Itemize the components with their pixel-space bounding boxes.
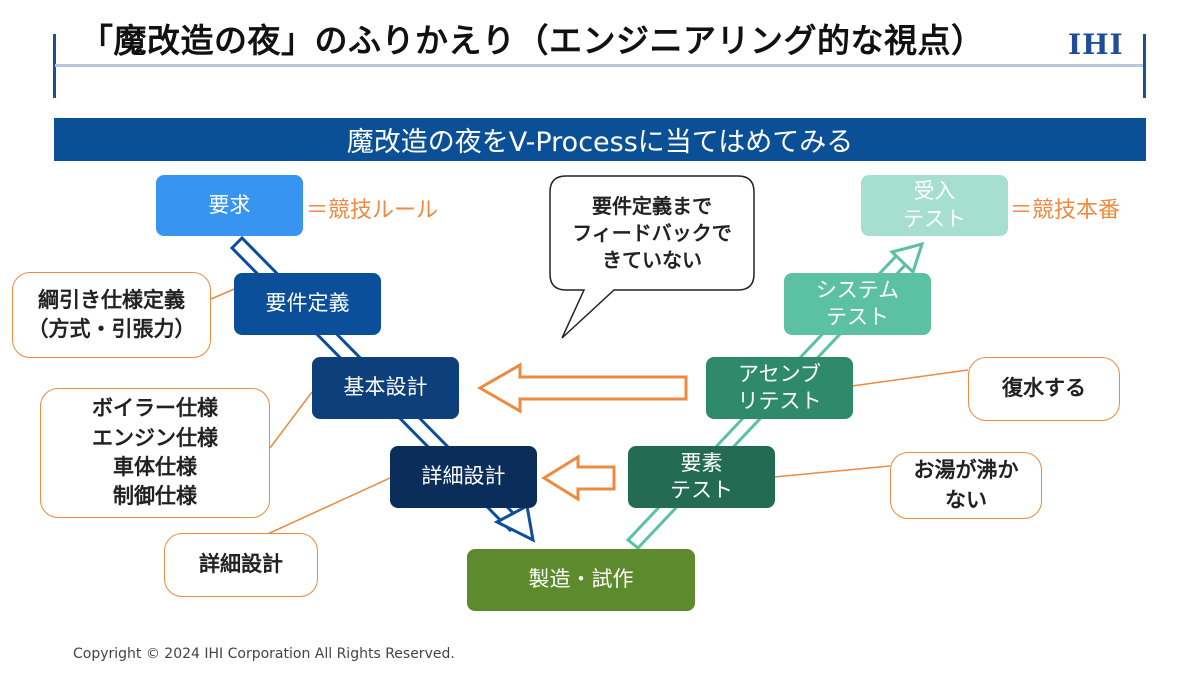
- company-logo: IHI: [1068, 28, 1124, 61]
- note-detailed-design: 詳細設計: [164, 533, 318, 597]
- connector-noboil: [773, 465, 891, 478]
- acceptance-equals-label: ＝競技本番: [1010, 198, 1121, 223]
- descending-arrow-head: [493, 503, 535, 543]
- callout-text: 要件定義まで フィードバックで きていない: [572, 193, 732, 272]
- element-test-box: 要素 テスト: [628, 446, 775, 508]
- section-banner: 魔改造の夜をV-Processに当てはめてみる: [54, 118, 1146, 161]
- assembly-test-box: アセンブ リテスト: [706, 357, 853, 419]
- requirements-equals-label: ＝競技ルール: [306, 198, 439, 223]
- basic-design-box: 基本設計: [312, 357, 459, 419]
- header-right-rule: [1143, 34, 1146, 98]
- feedback-arrow-detailed: [541, 454, 616, 502]
- speech-callout: [549, 175, 755, 339]
- requirements-definition-box: 要件定義: [234, 273, 381, 335]
- page-title: 「魔改造の夜」のふりかえり（エンジニアリング的な視点）: [80, 21, 985, 60]
- ascending-arrow-head: [889, 241, 925, 275]
- manufacturing-box: 製造・試作: [467, 549, 695, 611]
- detailed-design-box: 詳細設計: [390, 446, 537, 508]
- requirements-box: 要求: [156, 175, 303, 236]
- note-rope-spec: 綱引き仕様定義 （方式・引張力）: [12, 272, 211, 358]
- acceptance-test-box: 受入 テスト: [861, 175, 1008, 236]
- feedback-arrow-basic: [476, 362, 688, 414]
- connector-refill: [851, 369, 969, 387]
- connector-specs: [269, 391, 313, 449]
- system-test-box: システム テスト: [784, 273, 931, 335]
- header-left-rule: [53, 34, 56, 98]
- copyright-notice: Copyright © 2024 IHI Corporation All Rig…: [73, 646, 455, 662]
- header-underline: [55, 64, 1143, 67]
- note-water-not-boiling: お湯が沸か ない: [890, 452, 1042, 519]
- note-subsystem-specs: ボイラー仕様 エンジン仕様 車体仕様 制御仕様: [40, 388, 270, 518]
- note-refill-water: 復水する: [968, 357, 1120, 421]
- connector-detailed: [247, 477, 391, 544]
